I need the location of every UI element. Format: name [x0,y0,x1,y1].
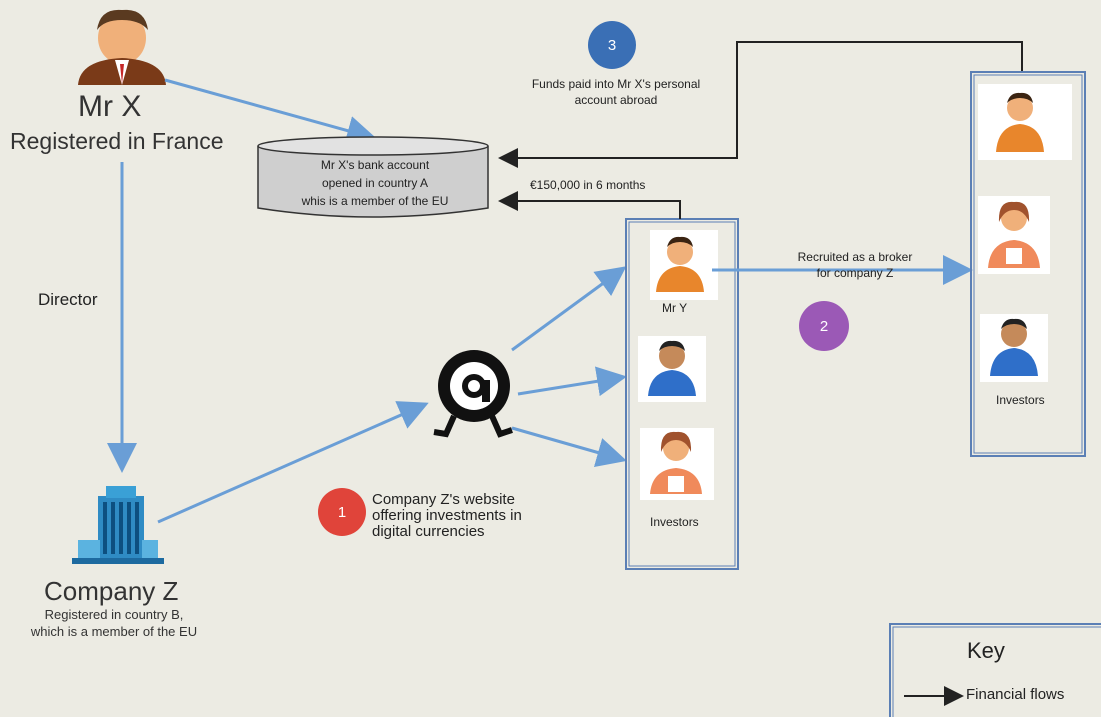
right-investor-woman-icon [978,196,1050,274]
step-2-line-2: for company Z [816,266,894,280]
investor-person-icon [638,336,706,402]
step-3-badge: 3 [588,21,636,69]
step-3-line-2: account abroad [574,93,658,107]
step-1-text: Company Z's website offering investments… [372,492,572,540]
website-to-investor2-arrow [511,426,627,468]
key-box [889,623,1101,717]
step-2-badge: 2 [799,301,849,351]
bank-account-cylinder [257,136,489,218]
bank-account-label: Mr X's bank account opened in country A … [266,156,484,210]
bank-line-3: whis is a member of the EU [301,194,449,208]
bank-line-2: opened in country A [321,176,429,190]
right-investors-box [970,71,1086,457]
company-to-website-arrow [157,401,429,524]
key-title: Key [967,638,1005,663]
investor-woman-icon [640,428,714,500]
company-z-registration: Registered in country B, which is a memb… [14,606,214,640]
company-z-building-icon [72,486,164,564]
company-z-reg-line-1: Registered in country B, [44,607,184,622]
mr-x-registration: Registered in France [10,128,224,154]
investors-right-label: Investors [996,393,1045,407]
company-z-reg-line-2: which is a member of the EU [30,624,198,639]
website-to-investor-arrow [517,366,627,397]
investors-middle-label: Investors [650,515,699,529]
step-1-badge: 1 [318,488,366,536]
company-z-name: Company Z [44,576,179,606]
mr-x-name: Mr X [78,90,142,123]
flow-personal-account-arrow [498,41,1023,168]
mr-y-label: Mr Y [662,301,688,315]
flow-150000-arrow [498,191,681,219]
middle-investors-box [625,218,739,570]
key-financial-flows-label: Financial flows [966,686,1065,703]
bank-line-1: Mr X's bank account [320,158,430,172]
director-label: Director [38,290,98,309]
step-2-line-1: Recruited as a broker [797,250,913,264]
website-at-icon [433,350,513,438]
right-investor-man-icon [978,84,1072,160]
step-1-line-2: offering investments in [372,507,522,524]
flow-amount-label: €150,000 in 6 months [530,178,646,192]
mr-y-person-icon [650,230,718,300]
step-3-line-1: Funds paid into Mr X's personal [531,77,701,91]
step-3-text: Funds paid into Mr X's personal account … [500,76,732,108]
website-to-mry-arrow [511,266,627,352]
step-1-line-1: Company Z's website [372,491,515,508]
step-1-line-3: digital currencies [372,523,485,540]
mr-x-person-icon [78,9,166,85]
mrx-to-bank-arrow [164,78,377,146]
step-2-text: Recruited as a broker for company Z [770,249,940,281]
right-investor-blue-icon [980,314,1048,382]
